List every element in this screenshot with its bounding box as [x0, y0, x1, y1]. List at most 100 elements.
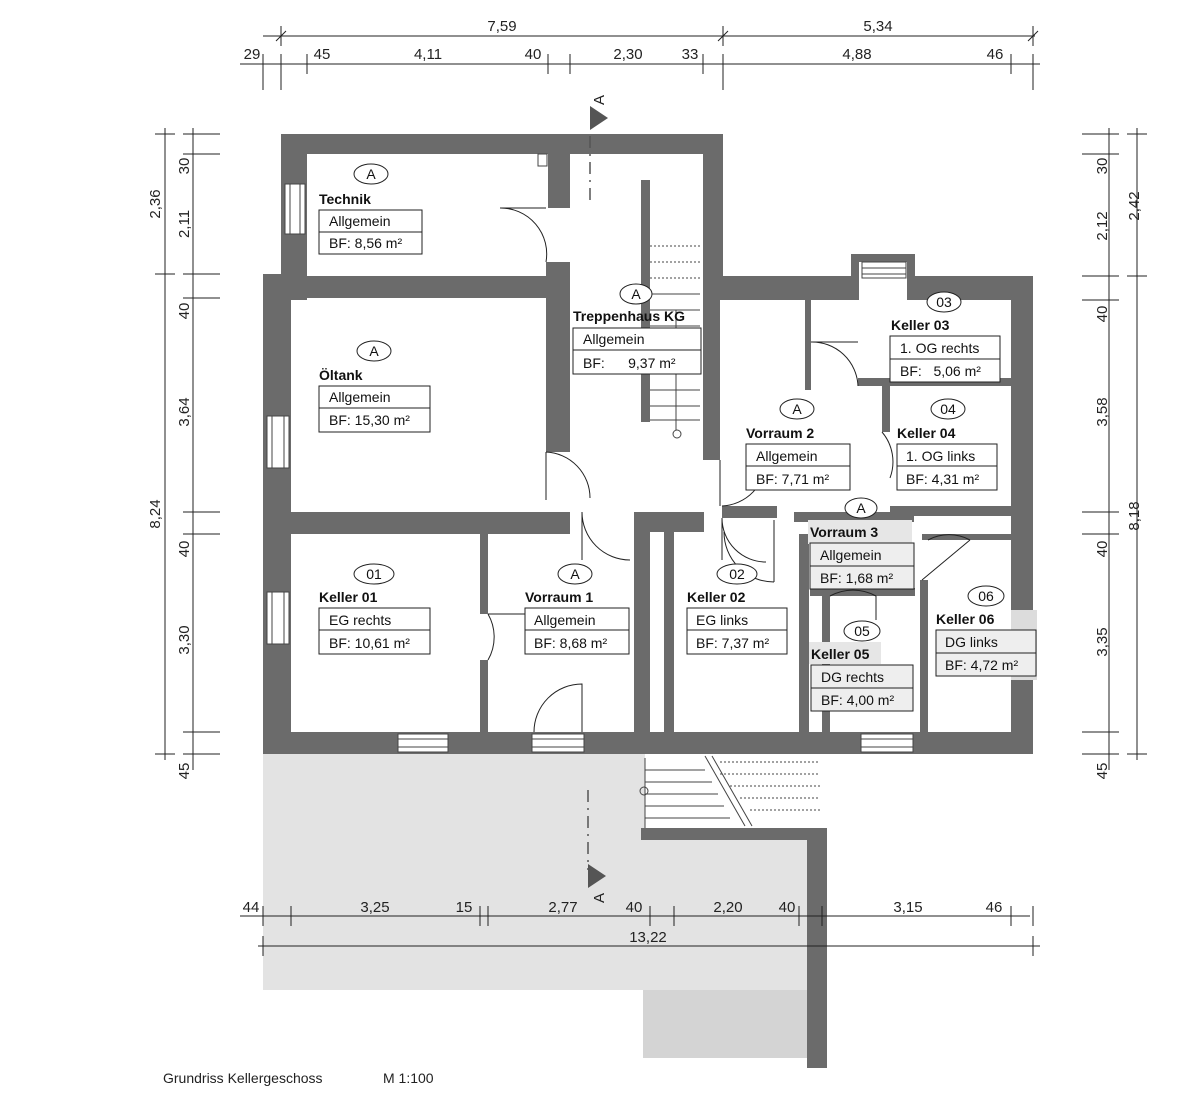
windows	[266, 153, 914, 753]
dim-right-overall: 2,42	[1126, 191, 1143, 220]
plan-caption-title: Grundriss Kellergeschoss	[163, 1070, 323, 1086]
dim-top-detail: 33	[682, 46, 699, 63]
room-use: Allgemein	[534, 612, 595, 628]
dim-bottom-detail: 46	[986, 899, 1003, 916]
room-tag: A	[856, 500, 866, 516]
room-name: Keller 01	[319, 589, 378, 605]
room-tag: 06	[978, 588, 994, 604]
room-oeltank: A Öltank Allgemein BF: 15,30 m²	[318, 340, 431, 433]
room-tag: 01	[366, 566, 382, 582]
room-name: Vorraum 2	[746, 425, 814, 441]
dim-top-detail: 29	[244, 46, 261, 63]
room-area: BF: 15,30 m²	[329, 412, 410, 428]
room-technik: A Technik Allgemein BF: 8,56 m²	[318, 163, 423, 255]
dim-top-overall: 5,34	[863, 18, 892, 35]
room-area: BF: 5,06 m²	[900, 363, 981, 379]
room-name: Keller 06	[936, 611, 995, 627]
room-name: Keller 03	[891, 317, 950, 333]
plan-caption-scale: M 1:100	[383, 1070, 434, 1086]
room-name: Keller 04	[897, 425, 956, 441]
room-tag: 03	[936, 294, 952, 310]
dim-right-detail: 3,35	[1094, 627, 1111, 656]
dim-bottom-detail: 2,77	[548, 899, 577, 916]
dim-right-detail: 40	[1094, 306, 1111, 323]
room-name: Keller 02	[687, 589, 746, 605]
dim-top-detail: 4,11	[414, 46, 442, 63]
room-area: BF: 8,68 m²	[534, 635, 607, 651]
room-area: BF: 7,71 m²	[756, 471, 829, 487]
room-area: BF: 1,68 m²	[820, 570, 893, 586]
room-vorraum2: A Vorraum 2 Allgemein BF: 7,71 m²	[745, 398, 851, 491]
dim-top-detail: 4,88	[842, 46, 871, 63]
dim-bottom-detail: 40	[779, 899, 796, 916]
room-vorraum1: A Vorraum 1 Allgemein BF: 8,68 m²	[524, 563, 630, 655]
room-keller05: 05 Keller 05 DG rechts BF: 4,00 m²	[809, 620, 914, 712]
room-name: Treppenhaus KG	[573, 308, 685, 324]
dim-top-detail: 40	[525, 46, 542, 63]
room-tag: 05	[854, 623, 870, 639]
dimension-labels: 7,59 5,34 29 45 4,11 40 2,30 33 4,88 46 …	[147, 18, 1143, 946]
dimension-lines	[155, 26, 1147, 956]
room-use: Allgemein	[329, 389, 390, 405]
dim-left-detail: 3,64	[176, 397, 193, 426]
room-tag: A	[369, 343, 379, 359]
room-name: Öltank	[319, 367, 363, 383]
room-area: BF: 10,61 m²	[329, 635, 410, 651]
outdoor-stair	[639, 755, 820, 828]
room-vorraum3: A Vorraum 3 Allgemein BF: 1,68 m²	[808, 497, 915, 590]
dim-left-detail: 45	[176, 763, 193, 780]
dim-right-detail: 2,12	[1094, 211, 1111, 240]
room-treppenhaus: A Treppenhaus KG Allgemein BF: 9,37 m²	[572, 283, 702, 375]
dim-top-detail: 45	[314, 46, 331, 63]
room-tag: A	[570, 566, 580, 582]
room-use: EG rechts	[329, 612, 391, 628]
room-tag: A	[366, 166, 376, 182]
dim-left-detail: 40	[176, 303, 193, 320]
room-keller02: 02 Keller 02 EG links BF: 7,37 m²	[686, 563, 788, 655]
dim-top-overall: 7,59	[487, 18, 516, 35]
dim-bottom-detail: 3,25	[360, 899, 389, 916]
dim-left-detail: 2,11	[176, 210, 193, 238]
dim-right-detail: 45	[1094, 763, 1111, 780]
room-use: Allgemein	[820, 547, 881, 563]
room-use: DG rechts	[821, 669, 884, 685]
room-area: BF: 4,72 m²	[945, 657, 1018, 673]
dim-left-detail: 30	[176, 158, 193, 175]
room-area: BF: 8,56 m²	[329, 235, 402, 251]
room-use: DG links	[945, 634, 998, 650]
room-use: 1. OG rechts	[900, 340, 979, 356]
dim-left-overall: 2,36	[147, 189, 164, 218]
room-tag: A	[792, 401, 802, 417]
room-area: BF: 4,31 m²	[906, 471, 979, 487]
room-tag: 02	[729, 566, 745, 582]
section-marker-bottom: A	[591, 893, 608, 903]
dim-left-detail: 40	[176, 541, 193, 558]
dim-right-detail: 30	[1094, 158, 1111, 175]
room-use: Allgemein	[756, 448, 817, 464]
retaining-wall	[641, 828, 827, 1068]
dim-left-detail: 3,30	[176, 625, 193, 654]
dim-bottom-detail: 44	[243, 899, 260, 916]
dim-top-detail: 46	[987, 46, 1004, 63]
room-name: Vorraum 3	[810, 524, 878, 540]
dim-bottom-detail: 2,20	[713, 899, 742, 916]
room-area: BF: 4,00 m²	[821, 692, 894, 708]
dim-right-overall: 8,18	[1126, 501, 1143, 530]
section-marker-top: A	[591, 95, 608, 105]
room-keller04: 04 Keller 04 1. OG links BF: 4,31 m²	[896, 398, 998, 491]
room-name: Vorraum 1	[525, 589, 593, 605]
room-area: BF: 9,37 m²	[583, 355, 676, 371]
room-name: Keller 05	[811, 646, 870, 662]
dim-right-detail: 40	[1094, 541, 1111, 558]
room-keller03: 03 Keller 03 1. OG rechts BF: 5,06 m²	[889, 291, 1001, 383]
room-tag: 04	[940, 401, 956, 417]
room-name: Technik	[319, 191, 371, 207]
dim-bottom-detail: 15	[456, 899, 473, 916]
room-keller01: 01 Keller 01 EG rechts BF: 10,61 m²	[318, 563, 431, 655]
room-use: EG links	[696, 612, 748, 628]
room-area: BF: 7,37 m²	[696, 635, 769, 651]
dim-top-detail: 2,30	[613, 46, 642, 63]
dim-bottom-detail: 40	[626, 899, 643, 916]
terrace-area	[263, 754, 807, 1058]
